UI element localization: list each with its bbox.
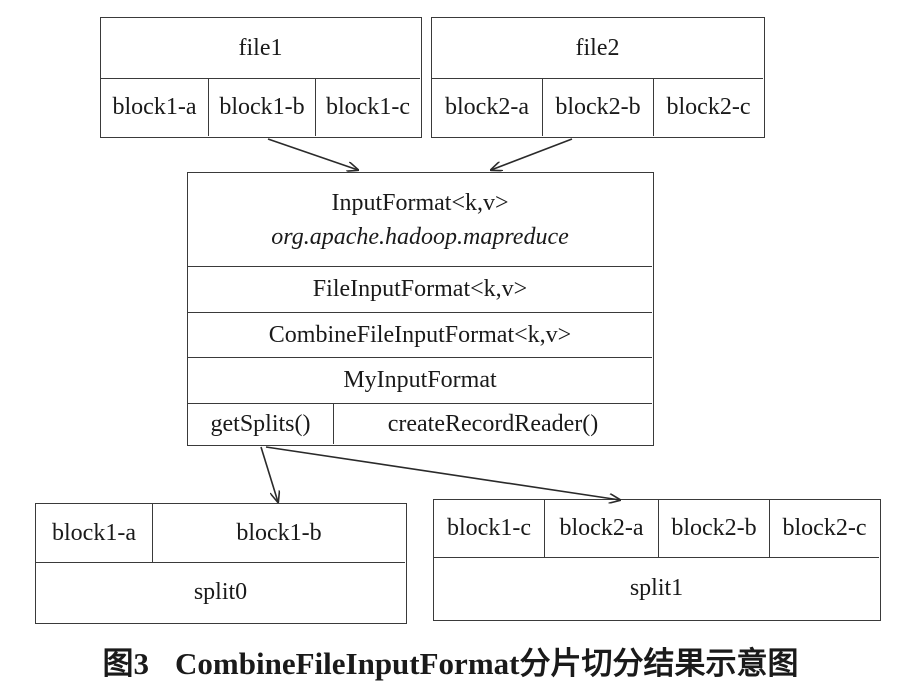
split1-block-2c: block2-c — [769, 500, 879, 557]
my-input-format-row: MyInputFormat — [188, 357, 652, 403]
split1-block-2a: block2-a — [544, 500, 658, 557]
file2-title: file2 — [575, 34, 620, 61]
file2-block-a: block2-a — [432, 78, 542, 136]
combine-file-input-format-row: CombineFileInputFormat<k,v> — [188, 312, 652, 357]
inputformat-package: org.apache.hadoop.mapreduce — [271, 223, 569, 250]
get-splits-method: getSplits() — [188, 403, 333, 444]
file2-box: file2 block2-a block2-b block2-c — [431, 17, 765, 138]
figure-number: 图3 — [102, 645, 150, 681]
inputformat-header: InputFormat<k,v> org.apache.hadoop.mapre… — [188, 173, 652, 266]
file-input-format-row: FileInputFormat<k,v> — [188, 266, 652, 312]
figure-caption-text: CombineFileInputFormat分片切分结果示意图 — [175, 645, 799, 681]
split1-block-1c: block1-c — [447, 515, 531, 541]
arrow-getsplits-to-split0 — [260, 446, 278, 502]
inputformat-box: InputFormat<k,v> org.apache.hadoop.mapre… — [187, 172, 654, 446]
split0-box: block1-a block1-b split0 — [35, 503, 407, 624]
split1-block-2b: block2-b — [658, 500, 769, 557]
arrow-file2-to-inputformat — [491, 138, 573, 170]
file1-title: file1 — [238, 34, 283, 61]
file1-block-a: block1-a — [101, 78, 208, 136]
split1-box: block1-c block2-a block2-b block2-c spli… — [433, 499, 881, 621]
file1-box: file1 block1-a block1-b block1-c — [100, 17, 422, 138]
file2-block-b: block2-b — [542, 78, 653, 136]
file2-block-c: block2-c — [653, 78, 763, 136]
create-record-reader-method: createRecordReader() — [333, 403, 652, 444]
figure-caption: 图3 CombineFileInputFormat分片切分结果示意图 — [0, 636, 901, 684]
arrow-file1-to-inputformat — [267, 138, 358, 170]
split0-block-1a: block1-a — [52, 519, 136, 546]
split0-block-1b: block1-b — [152, 504, 405, 562]
arrow-getsplits-to-split1 — [265, 446, 620, 500]
split0-label: split0 — [36, 562, 405, 622]
split1-label: split1 — [434, 557, 879, 619]
file1-block-c: block1-c — [315, 78, 420, 136]
file1-block-b: block1-b — [208, 78, 315, 136]
inputformat-title: InputFormat<k,v> — [331, 189, 509, 216]
